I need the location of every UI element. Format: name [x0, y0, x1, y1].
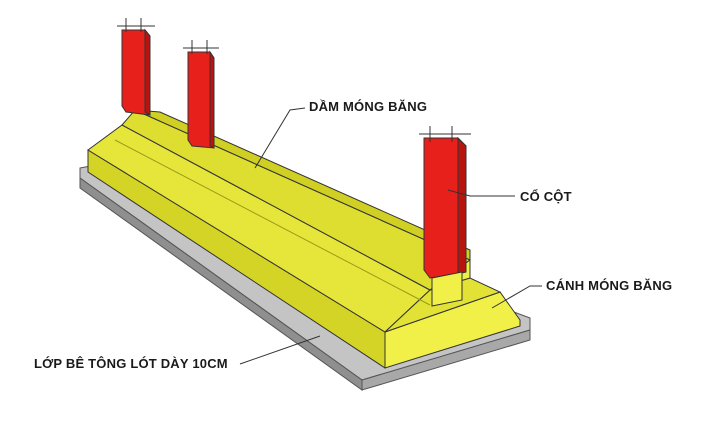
column-right — [419, 126, 471, 307]
column-neck-leader — [447, 189, 515, 197]
label-lean-layer: LỚP BÊ TÔNG LÓT DÀY 10CM — [34, 356, 228, 371]
beam-leader — [254, 107, 306, 169]
label-column-neck: CỔ CỘT — [520, 189, 572, 204]
wing-leader — [491, 285, 542, 309]
column-left — [117, 18, 155, 116]
lean-layer-leader — [239, 335, 321, 365]
footing-wing — [87, 124, 521, 369]
label-wing: CÁNH MÓNG BĂNG — [546, 278, 673, 293]
label-beam: DẦM MÓNG BĂNG — [309, 99, 428, 114]
leader-lines — [239, 107, 542, 365]
column-middle — [183, 40, 219, 149]
